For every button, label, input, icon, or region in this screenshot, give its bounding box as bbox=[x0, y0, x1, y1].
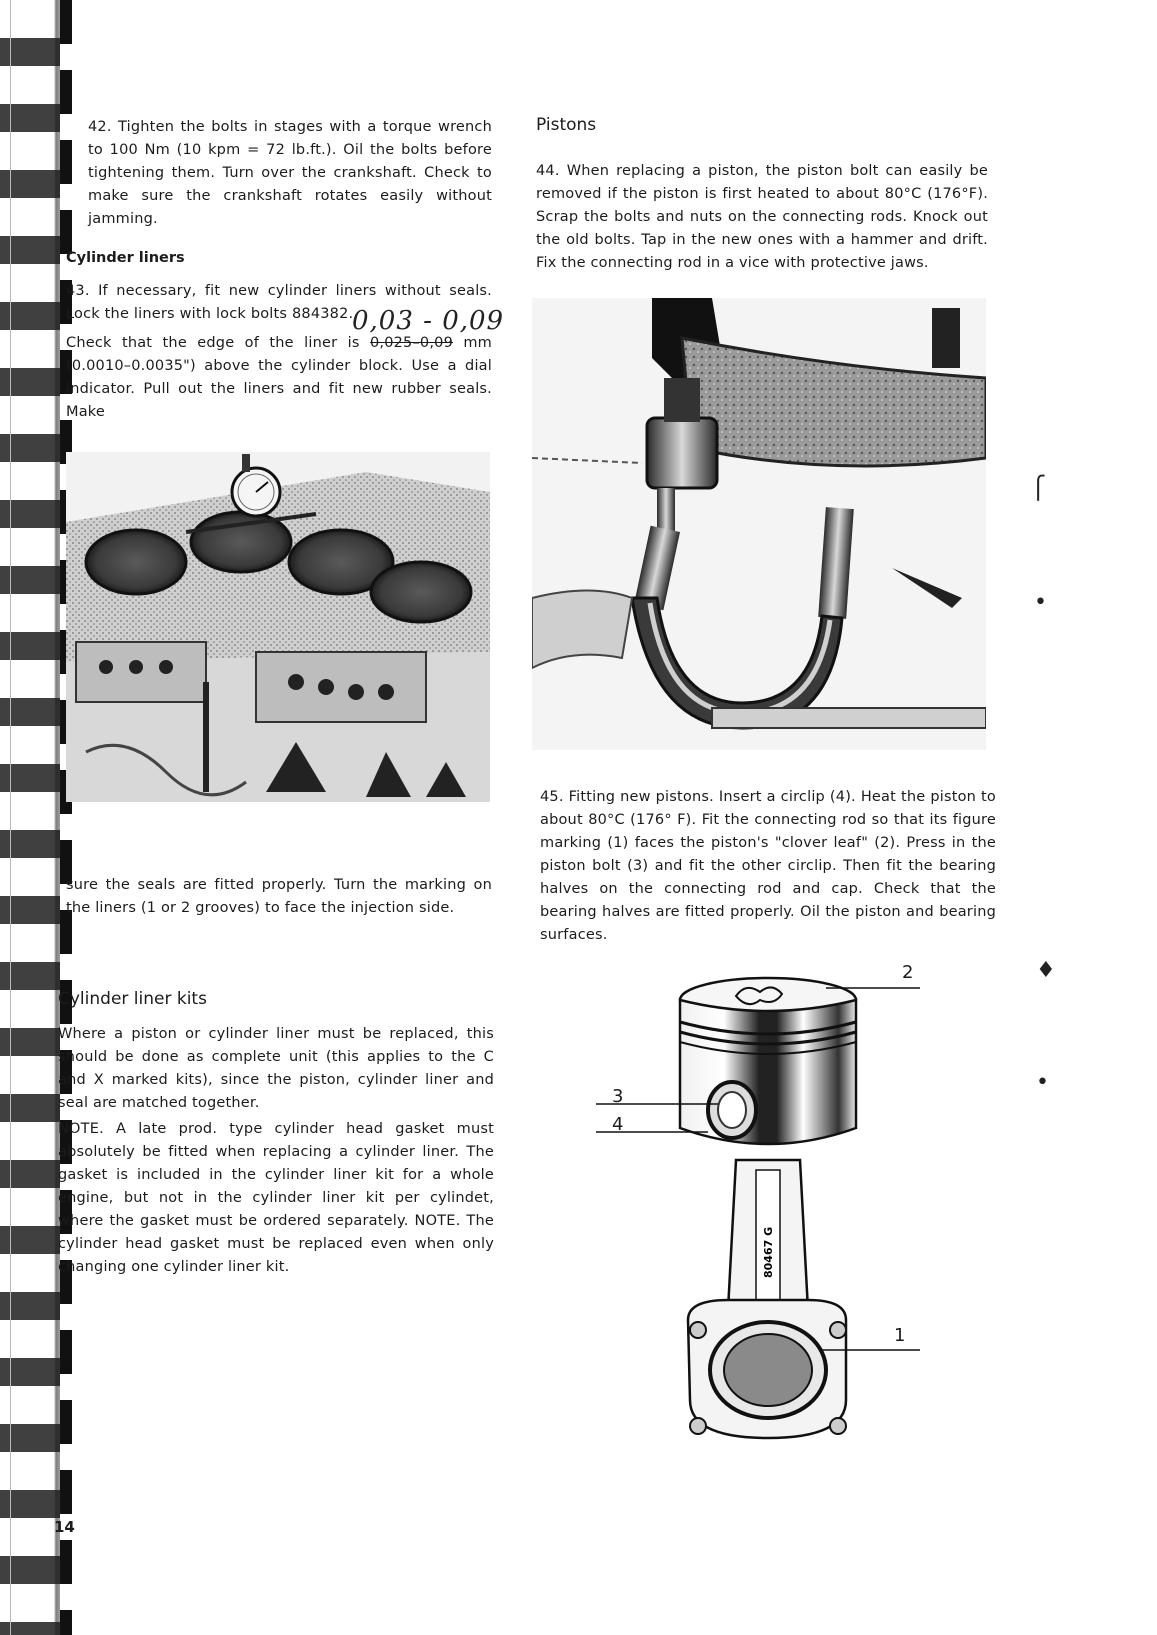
cylinder-block-illustration bbox=[66, 452, 490, 802]
handwritten-tolerance-note: 0,03 - 0,09 bbox=[352, 306, 505, 336]
page-binding bbox=[0, 0, 72, 1635]
scan-mark-dot-a: • bbox=[1034, 590, 1047, 615]
connecting-rod-vice-photo bbox=[532, 298, 986, 750]
callout-4: 4 bbox=[612, 1114, 624, 1135]
cylinder-block-photo bbox=[66, 452, 490, 802]
cylinder-liner-kits-text: Where a piston or cylinder liner must be… bbox=[58, 1026, 494, 1111]
check-text-start: Check that the edge of the liner is bbox=[66, 335, 370, 351]
step-43-seals-text: sure the seals are fitted properly. Turn… bbox=[66, 877, 492, 916]
piston-rod-diagram: 80467 G bbox=[596, 960, 930, 1450]
scan-mark-dot-b: ♦ bbox=[1036, 958, 1056, 983]
scan-mark-dot-c: • bbox=[1036, 1070, 1049, 1095]
scan-mark-bracket: ⎧ bbox=[1030, 476, 1047, 501]
struck-tolerance: 0,025–0,09 bbox=[369, 335, 453, 351]
step-43-check-text: Check that the edge of the liner is 0,02… bbox=[66, 332, 492, 424]
check-text-end: mm (0.0010–0.0035") above the cylinder b… bbox=[66, 335, 492, 420]
hammer-drift-illustration bbox=[532, 298, 986, 750]
pistons-heading: Pistons bbox=[536, 115, 597, 135]
callout-2: 2 bbox=[902, 962, 914, 983]
callout-1: 1 bbox=[894, 1325, 906, 1346]
page-number: 14 bbox=[54, 1518, 75, 1536]
step-42-text: 42. Tighten the bolts in stages with a t… bbox=[88, 119, 492, 227]
callout-3: 3 bbox=[612, 1086, 624, 1107]
gasket-note-text: NOTE. A late prod. type cylinder head ga… bbox=[58, 1121, 494, 1275]
step-44-text: 44. When replacing a piston, the piston … bbox=[536, 163, 988, 271]
piston-illustration: 80467 G bbox=[596, 976, 920, 1440]
cylinder-liner-kits-heading: Cylinder liner kits bbox=[58, 989, 207, 1009]
step-43-text: 43. If necessary, fit new cylinder liner… bbox=[66, 283, 492, 322]
step-45-text: 45. Fitting new pistons. Insert a circli… bbox=[540, 789, 996, 943]
cylinder-liners-heading: Cylinder liners bbox=[66, 250, 185, 266]
rod-marking-text: 80467 G bbox=[762, 1227, 775, 1278]
